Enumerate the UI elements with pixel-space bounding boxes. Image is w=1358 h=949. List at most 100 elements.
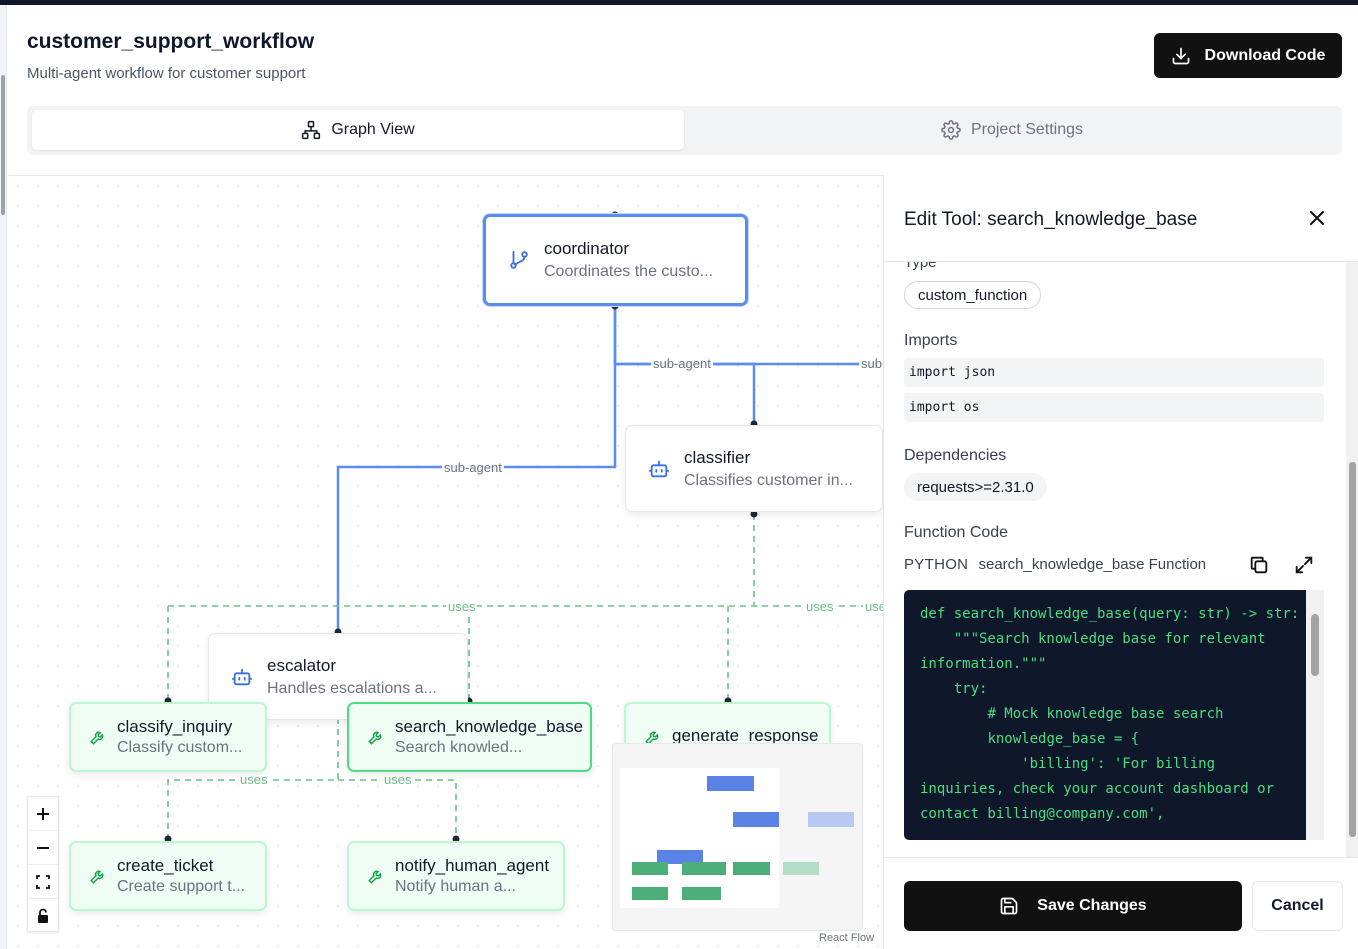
node-description: Classifies customer in... xyxy=(684,471,853,489)
panel-scrollbar-thumb[interactable] xyxy=(1349,462,1356,837)
node-name: escalator xyxy=(267,655,336,675)
save-icon xyxy=(1000,897,1018,915)
tab-graph-view-label: Graph View xyxy=(331,121,415,138)
node-notify-human-agent[interactable]: notify_human_agent Notify human a... xyxy=(347,841,565,911)
minimap-node-tool xyxy=(682,887,721,900)
dependency-badge: requests>=2.31.0 xyxy=(904,473,1047,501)
code-language: PYTHON xyxy=(904,556,969,573)
panel-header: Edit Tool: search_knowledge_base xyxy=(884,175,1358,262)
page-title: customer_support_workflow xyxy=(27,30,315,53)
copy-icon[interactable] xyxy=(1248,554,1270,576)
edge-label-sub-clipped: sub xyxy=(859,356,883,371)
edge-label-uses: uses xyxy=(382,772,414,787)
minimap-node-tool xyxy=(632,862,668,875)
view-tabs: Graph View Project Settings xyxy=(27,106,1342,155)
download-code-button[interactable]: Download Code xyxy=(1154,33,1342,78)
panel-title: Edit Tool: search_knowledge_base xyxy=(904,209,1198,230)
code-scrollbar-thumb[interactable] xyxy=(1311,614,1319,676)
node-name: generate_response xyxy=(672,726,819,745)
left-scrollbar-thumb[interactable] xyxy=(1,75,5,215)
edge-label-uses: uses xyxy=(446,599,478,614)
toggle-interactivity-button[interactable] xyxy=(28,899,58,933)
panel-scrollbar[interactable] xyxy=(1346,262,1358,857)
node-name: classifier xyxy=(684,447,751,467)
robot-icon xyxy=(648,460,670,477)
download-code-label: Download Code xyxy=(1204,46,1326,64)
import-item: import json xyxy=(904,358,1324,387)
graph-canvas[interactable]: sub-agent sub sub-agent uses uses use us… xyxy=(8,175,883,949)
edge-notify xyxy=(338,779,457,839)
node-description: Classify custom... xyxy=(117,739,243,756)
node-name: search_knowledge_base xyxy=(395,717,584,736)
code-title: search_knowledge_base Function xyxy=(978,556,1207,573)
save-changes-button[interactable]: Save Changes xyxy=(904,881,1242,931)
cancel-button[interactable]: Cancel xyxy=(1252,881,1343,931)
edge-label-uses: uses xyxy=(238,772,270,787)
code-scrollbar[interactable] xyxy=(1306,590,1324,840)
tab-graph-view[interactable]: Graph View xyxy=(32,110,684,150)
type-label: Type xyxy=(904,262,937,271)
node-coordinator[interactable]: coordinator Coordinates the custo... xyxy=(483,214,748,306)
download-icon xyxy=(1172,47,1189,64)
node-name: classify_inquiry xyxy=(117,717,233,736)
minimap-node-tool xyxy=(632,887,668,900)
canvas-controls xyxy=(27,796,59,932)
node-name: notify_human_agent xyxy=(395,856,550,875)
edge-label-use-clipped: use xyxy=(863,599,883,614)
code-header: PYTHON search_knowledge_base Function xyxy=(904,556,1206,573)
wrench-icon xyxy=(90,870,104,884)
gear-icon xyxy=(941,120,961,140)
function-code[interactable]: def search_knowledge_base(query: str) ->… xyxy=(920,606,1300,822)
wrench-icon xyxy=(368,731,382,745)
panel-footer: Save Changes Cancel xyxy=(884,857,1358,949)
edit-tool-panel: Edit Tool: search_knowledge_base Type cu… xyxy=(883,175,1358,949)
code-editor[interactable]: def search_knowledge_base(query: str) ->… xyxy=(904,590,1324,840)
minimap-viewport xyxy=(620,768,779,908)
node-description: Search knowled... xyxy=(395,739,523,756)
minimap-node-tool xyxy=(682,862,726,875)
fit-view-button[interactable] xyxy=(28,865,58,899)
node-name: create_ticket xyxy=(117,856,214,875)
wrench-icon xyxy=(90,731,104,745)
branch-icon xyxy=(510,250,528,269)
edge-label-sub-agent: sub-agent xyxy=(442,460,504,475)
plus-icon xyxy=(37,807,49,820)
minimap[interactable] xyxy=(612,743,863,931)
minimap-node-classifier xyxy=(733,812,779,827)
type-badge: custom_function xyxy=(904,281,1042,309)
wrench-icon xyxy=(368,870,382,884)
expand-icon[interactable] xyxy=(1293,554,1315,576)
node-description: Coordinates the custo... xyxy=(544,263,713,280)
node-search-knowledge-base[interactable]: search_knowledge_base Search knowled... xyxy=(347,702,592,772)
edge-label-sub-agent: sub-agent xyxy=(651,356,713,371)
minimap-node-coordinator xyxy=(707,776,754,791)
minimap-node-tool-offscreen xyxy=(783,862,819,875)
unlock-icon xyxy=(38,908,48,923)
fit-view-icon xyxy=(36,874,50,889)
left-scrollbar[interactable] xyxy=(0,5,7,949)
robot-icon xyxy=(231,668,253,685)
react-flow-attribution[interactable]: React Flow xyxy=(819,932,875,944)
wrench-icon xyxy=(645,731,659,745)
minimap-node-offscreen xyxy=(808,812,854,827)
node-name: coordinator xyxy=(544,239,630,258)
node-description: Create support t... xyxy=(117,878,246,895)
function-code-label: Function Code xyxy=(904,524,1009,541)
tab-project-settings[interactable]: Project Settings xyxy=(687,110,1337,150)
zoom-in-button[interactable] xyxy=(28,797,58,831)
close-icon[interactable] xyxy=(1307,208,1327,228)
window-top-bar xyxy=(0,0,1358,5)
page-subtitle: Multi-agent workflow for customer suppor… xyxy=(27,65,306,82)
node-create-ticket[interactable]: create_ticket Create support t... xyxy=(69,841,267,911)
node-description: Notify human a... xyxy=(395,878,516,895)
node-classify-inquiry[interactable]: classify_inquiry Classify custom... xyxy=(69,702,267,772)
panel-body[interactable]: Type custom_function Imports import json… xyxy=(884,262,1346,857)
node-description: Handles escalations a... xyxy=(267,679,437,697)
import-item: import os xyxy=(904,393,1324,422)
dependencies-label: Dependencies xyxy=(904,447,1007,464)
minimap-node-escalator xyxy=(657,850,703,864)
edge-label-uses: uses xyxy=(804,599,836,614)
save-changes-label: Save Changes xyxy=(1037,897,1147,914)
zoom-out-button[interactable] xyxy=(28,831,58,865)
node-classifier[interactable]: classifier Classifies customer in... xyxy=(625,425,883,512)
